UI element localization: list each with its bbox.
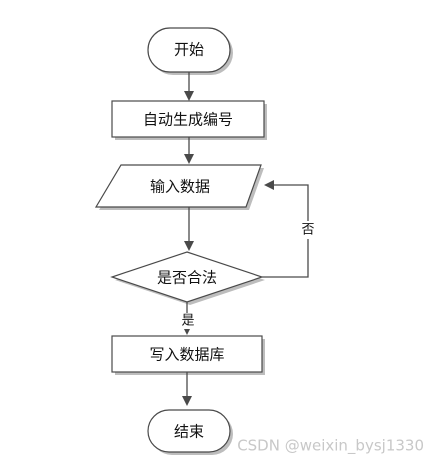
auto-number-label: 自动生成编号 [143,111,233,129]
input-data-label: 输入数据 [150,178,210,196]
auto-number-node: 自动生成编号 [111,100,267,140]
no-label: 否 [301,223,314,238]
write-db-label: 写入数据库 [149,346,224,364]
start-node: 开始 [147,27,233,75]
end-node: 结束 [147,409,233,455]
yes-label-bg [178,313,198,329]
decision-node: 是否合法 [110,251,265,305]
watermark: CSDN @weixin_bysj1330 [237,437,424,456]
no-label-bg [298,221,318,239]
decision-label: 是否合法 [157,269,217,287]
start-label: 开始 [174,41,204,59]
input-data-node: 输入数据 [94,164,264,210]
yes-label: 是 [181,314,194,329]
write-db-node: 写入数据库 [111,335,265,375]
end-label: 结束 [174,423,204,441]
